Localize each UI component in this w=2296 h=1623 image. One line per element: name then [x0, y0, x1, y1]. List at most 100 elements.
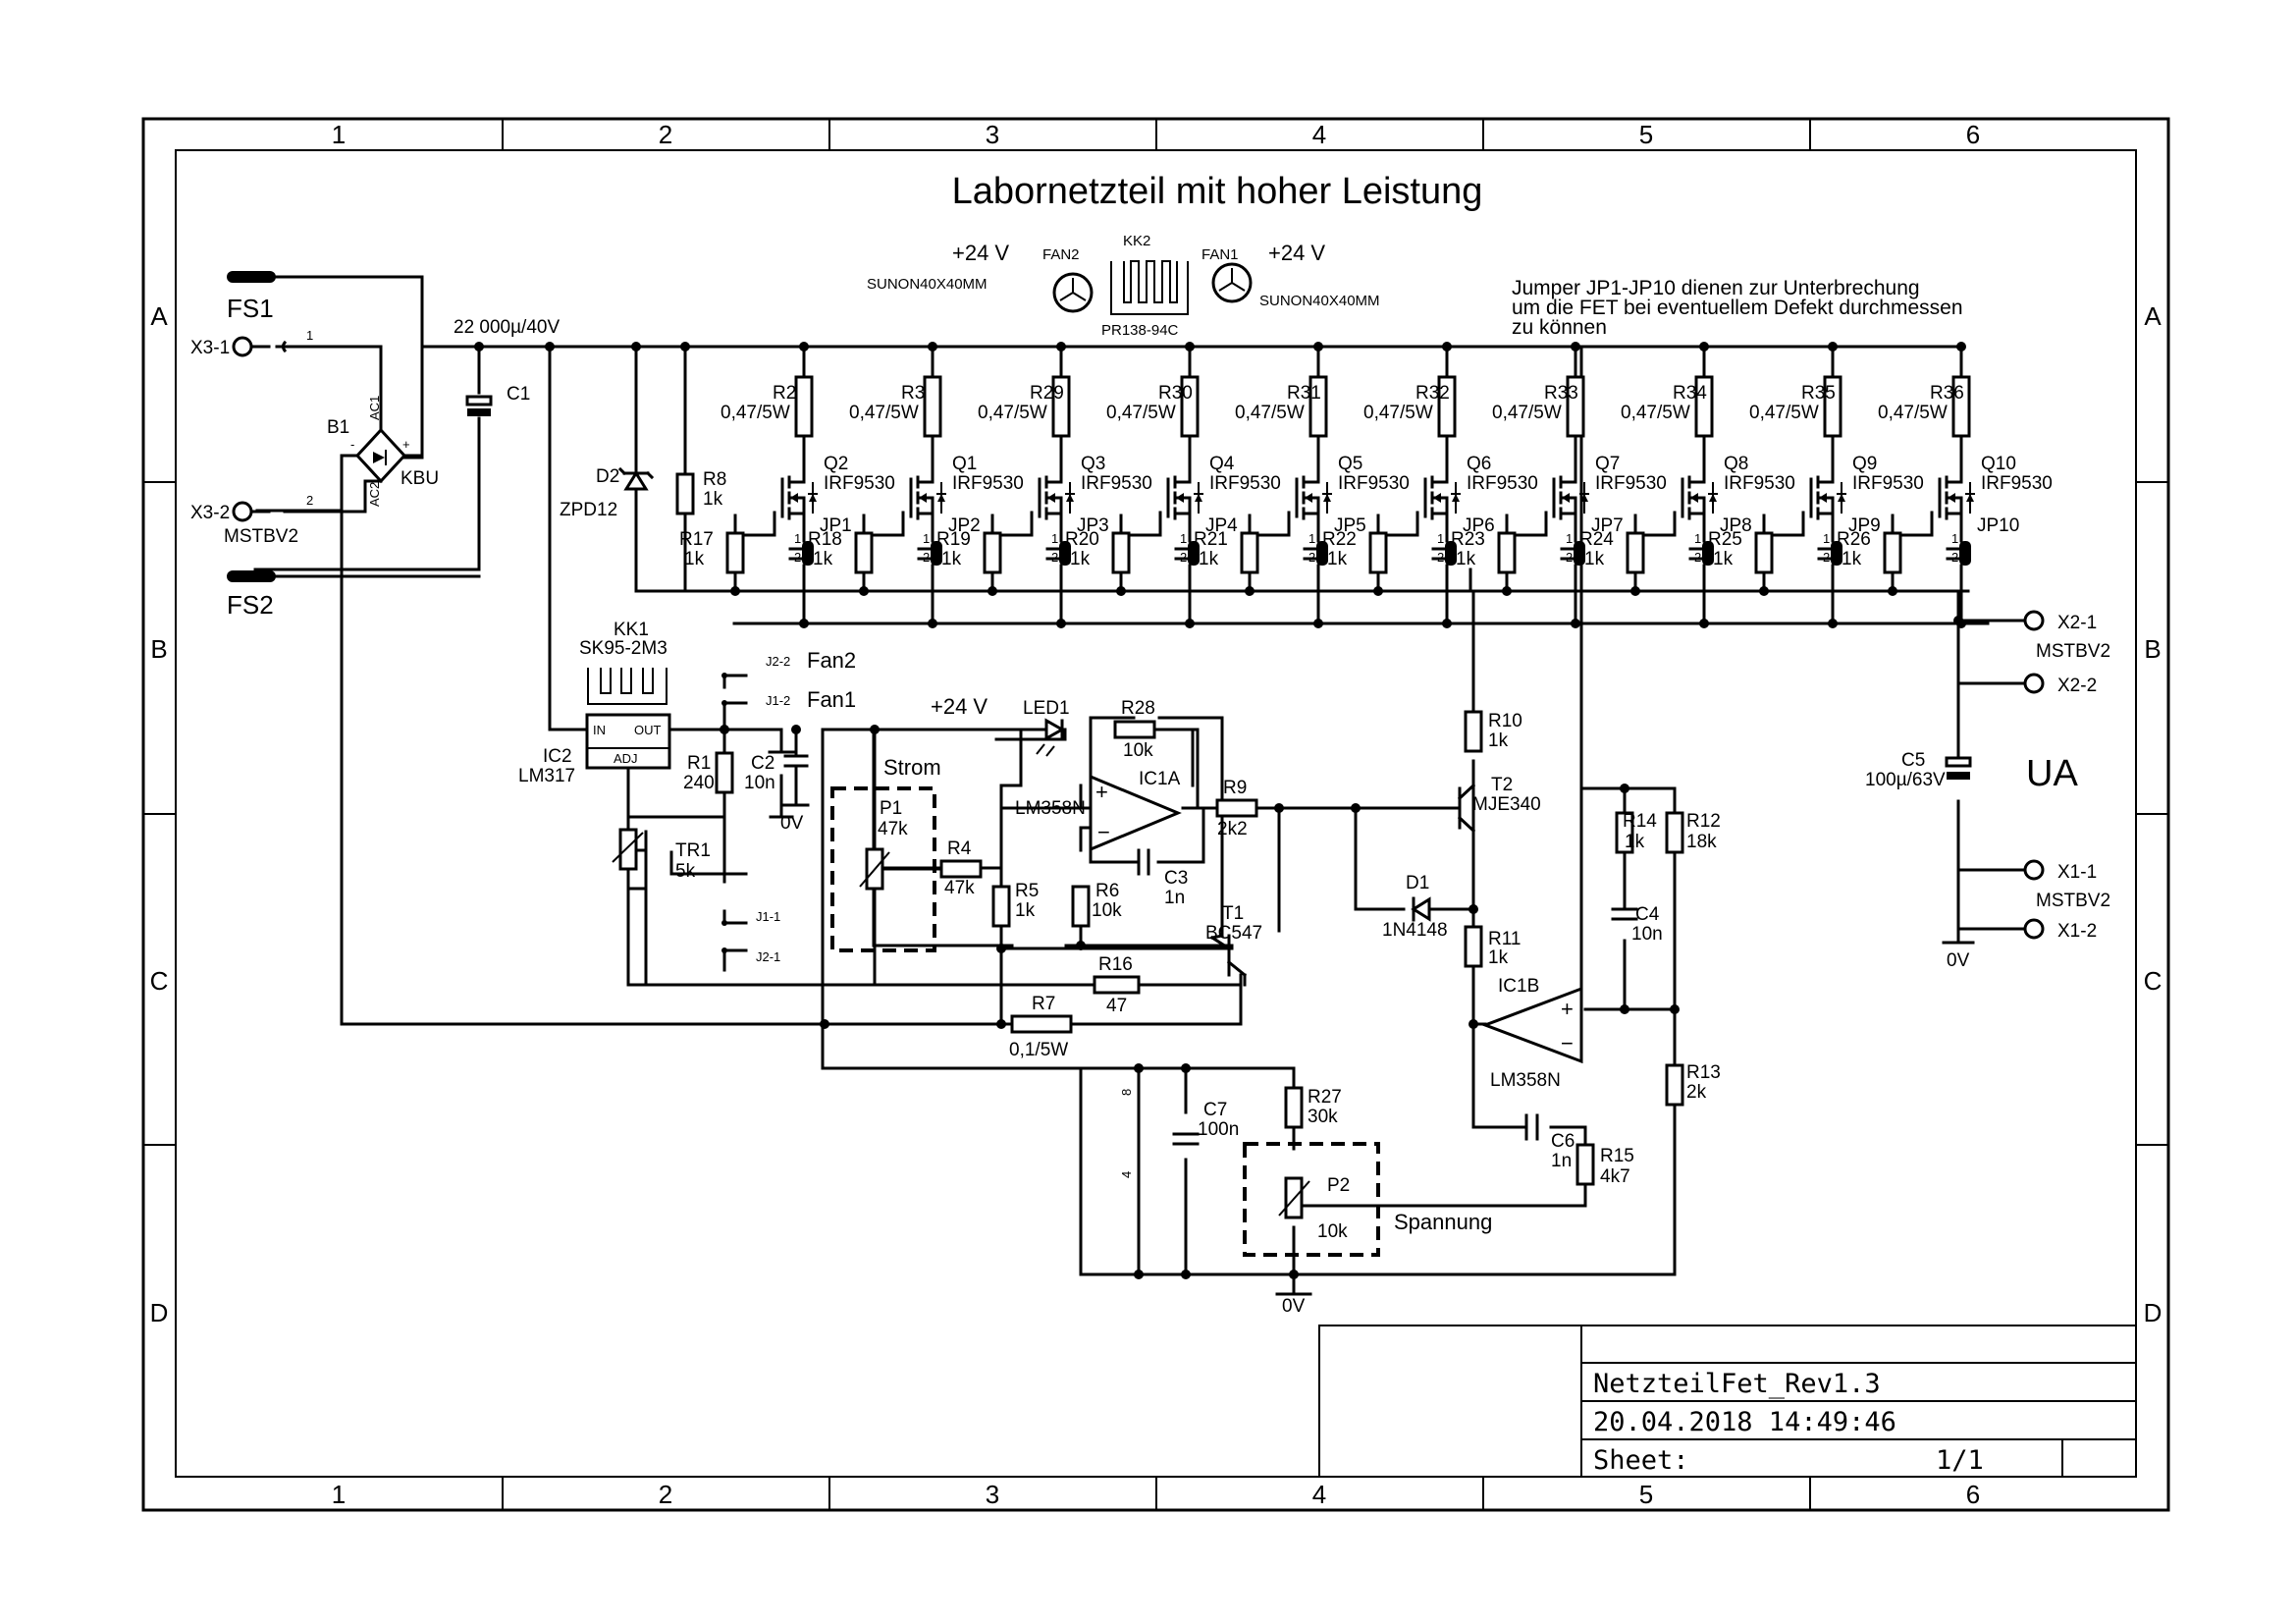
kk2-model: PR138-94C — [1101, 322, 1179, 339]
stage-mosfet-label: Q4 — [1209, 454, 1235, 474]
stage-jumper-pin: 2 — [1694, 550, 1701, 565]
stage-resistor-value: 0,47/5W — [1878, 403, 1948, 423]
r16-value: 47 — [1106, 996, 1127, 1016]
r8-value: 1k — [703, 489, 723, 510]
ic1a-label: IC1A — [1139, 769, 1181, 789]
x3-2-label: X3-2 — [190, 503, 230, 523]
sk95-label: SK95-2M3 — [579, 638, 667, 659]
stage-resistor-value: 0,47/5W — [1106, 403, 1176, 423]
col-label-bottom-4: 4 — [1312, 1480, 1326, 1509]
x2-mstbv2-label: MSTBV2 — [2036, 641, 2110, 662]
resistor-r14 — [1615, 811, 1634, 854]
trimmer-tr1 — [618, 828, 638, 871]
stage-mosfet-label: Q5 — [1338, 454, 1362, 474]
x1-1-terminal[interactable] — [2023, 859, 2045, 881]
jumper[interactable] — [1560, 541, 1585, 566]
r12-value: 18k — [1686, 832, 1717, 852]
stage-mosfet-value: IRF9530 — [952, 473, 1024, 494]
ua-label: UA — [2026, 753, 2078, 794]
stage-gate-resistor-label: R17 — [679, 529, 714, 550]
row-label-left-b: B — [150, 634, 167, 664]
jumper[interactable] — [1946, 541, 1971, 566]
resistor-r1 — [715, 751, 734, 794]
heatsink-kk1-icon — [587, 668, 667, 705]
capacitor-c6 — [1524, 1113, 1539, 1141]
r6-label: R6 — [1095, 881, 1119, 901]
stage-resistor-value: 0,47/5W — [1749, 403, 1819, 423]
title-block: NetzteilFet_Rev1.3 20.04.2018 14:49:46 S… — [1318, 1325, 2137, 1478]
jumper[interactable] — [788, 541, 814, 566]
jumper-note: Jumper JP1-JP10 dienen zur Unterbrechung… — [1512, 277, 1963, 339]
c2-value: 10n — [744, 773, 775, 793]
jumper[interactable] — [1688, 541, 1714, 566]
stage-jumper-pin: 1 — [1694, 531, 1701, 546]
bridge-minus-label: - — [350, 437, 354, 452]
ic2-in: IN — [593, 723, 606, 737]
x2-2-terminal[interactable] — [2023, 673, 2045, 694]
col-label-bottom-3: 3 — [986, 1480, 999, 1509]
heatsink-kk2-icon — [1110, 260, 1189, 315]
titleblock-date: 20.04.2018 14:49:46 — [1593, 1407, 1896, 1437]
stage-gate-resistor-label: R18 — [808, 529, 842, 550]
stage-jumper-pin: 2 — [794, 550, 801, 565]
c7-value: 100n — [1198, 1119, 1239, 1140]
kk1-label: KK1 — [614, 620, 649, 640]
stage-mosfet-label: Q3 — [1081, 454, 1105, 474]
x3-mstbv2-label: MSTBV2 — [224, 526, 298, 547]
stage-gate-resistor-label: R25 — [1708, 529, 1742, 550]
x2-1-terminal[interactable] — [2023, 610, 2045, 631]
titleblock-sheet-label: Sheet: — [1593, 1445, 1689, 1476]
x2-1-label: X2-1 — [2057, 613, 2097, 633]
jumper[interactable] — [1303, 541, 1328, 566]
stage-resistor-label: R30 — [1158, 383, 1193, 404]
stage-gate-resistor-label: R26 — [1837, 529, 1871, 550]
d2-value: ZPD12 — [560, 500, 617, 520]
resistor-gate — [1111, 531, 1131, 574]
stage-mosfet-label: Q2 — [824, 454, 848, 474]
jumper[interactable] — [917, 541, 942, 566]
stage-mosfet-value: IRF9530 — [1724, 473, 1795, 494]
stage-resistor-value: 0,47/5W — [721, 403, 790, 423]
stage-jumper-label: JP4 — [1205, 515, 1238, 536]
frame-column-labels: 1 2 3 4 5 6 1 2 3 4 5 6 A B C D A B C D — [150, 120, 2163, 1509]
resistor-gate — [1626, 531, 1645, 574]
stage-jumper-label: JP9 — [1848, 515, 1881, 536]
r12-label: R12 — [1686, 811, 1721, 832]
jumper[interactable] — [1045, 541, 1071, 566]
stage-gate-resistor-value: 1k — [1070, 549, 1091, 569]
resistor-shunt — [1823, 375, 1842, 438]
row-label-right-b: B — [2144, 634, 2161, 664]
c6-label: C6 — [1551, 1131, 1575, 1152]
j1-1-label: J1-1 — [756, 909, 780, 924]
x3-1-terminal[interactable] — [232, 336, 253, 357]
x3-2-terminal[interactable] — [232, 501, 253, 522]
capacitor-c4 — [1611, 907, 1638, 921]
lm317-label: LM317 — [518, 766, 575, 786]
transistor-t2 — [1416, 783, 1476, 834]
stage-gate-resistor-label: R20 — [1065, 529, 1099, 550]
stage-gate-resistor-value: 1k — [1842, 549, 1862, 569]
stage-gate-resistor-value: 1k — [1456, 549, 1476, 569]
capacitor-c7 — [1172, 1132, 1200, 1146]
stage-jumper-label: JP8 — [1720, 515, 1752, 536]
c7-label: C7 — [1203, 1100, 1227, 1120]
fuse-fs1 — [227, 271, 276, 283]
c5-value: 100µ/63V — [1865, 770, 1946, 790]
jumper[interactable] — [1431, 541, 1457, 566]
resistor-r28 — [1113, 720, 1156, 739]
row-label-left-a: A — [150, 301, 168, 331]
resistor-gate — [1497, 531, 1517, 574]
ic-pin-4: 4 — [1119, 1171, 1134, 1178]
fan1-conn-label: Fan1 — [807, 687, 856, 712]
jumper[interactable] — [1817, 541, 1842, 566]
resistor-shunt — [1951, 375, 1971, 438]
col-label-top-2: 2 — [659, 120, 672, 149]
x1-2-terminal[interactable] — [2023, 918, 2045, 940]
stage-jumper-pin: 2 — [923, 550, 930, 565]
resistor-gate — [1240, 531, 1259, 574]
jumper[interactable] — [1174, 541, 1200, 566]
stage-mosfet-label: Q10 — [1981, 454, 2016, 474]
